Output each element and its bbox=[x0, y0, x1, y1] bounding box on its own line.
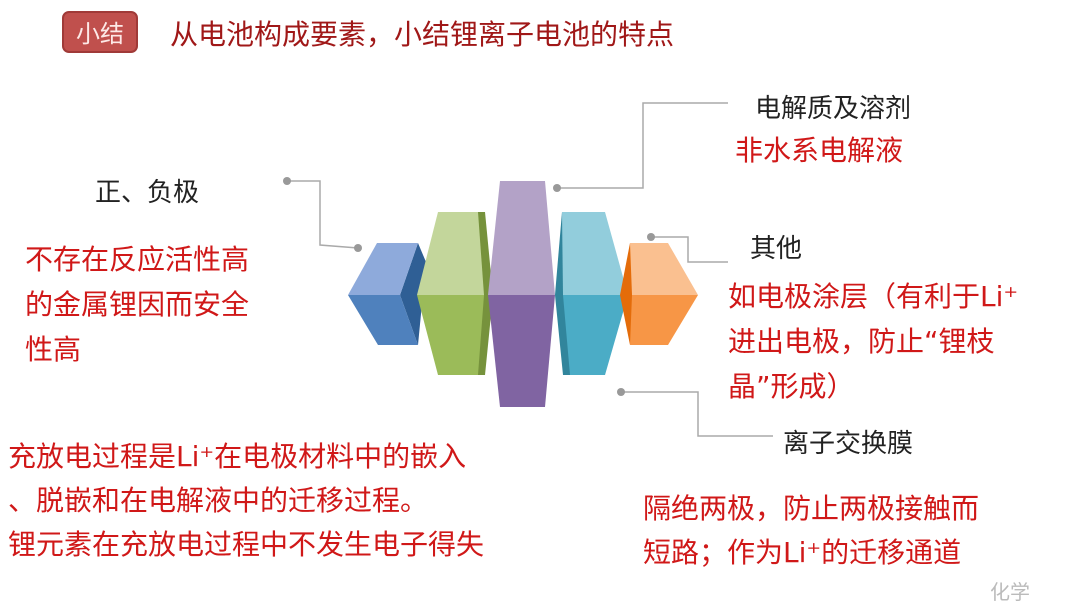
text-line: 如电极涂层（有利于Li⁺ bbox=[728, 280, 1019, 313]
text-line: 、脱嵌和在电解液中的迁移过程。 bbox=[8, 484, 429, 517]
text-line: 锂元素在充放电过程中不发生电子得失 bbox=[8, 528, 485, 561]
text-line: 不存在反应活性高 bbox=[25, 243, 250, 276]
connector-lines bbox=[287, 102, 773, 437]
block-cyan bbox=[555, 212, 628, 375]
text-line: 性高 bbox=[25, 333, 82, 366]
membrane-desc: 隔绝两极，防止两极接触而 短路；作为Li⁺的迁移通道 bbox=[643, 487, 979, 575]
text-line: 晶”形成） bbox=[728, 370, 855, 403]
text-line: 的金属锂因而安全 bbox=[25, 288, 250, 321]
block-orange bbox=[620, 243, 698, 345]
summary-badge: 小结 bbox=[62, 11, 138, 53]
electrode-desc: 不存在反应活性高 的金属锂因而安全 性高 bbox=[25, 237, 249, 372]
text-line: 充放电过程是Li⁺在电极材料中的嵌入 bbox=[8, 440, 467, 473]
block-blue bbox=[348, 243, 426, 345]
block-green bbox=[417, 212, 493, 375]
text-line: 隔绝两极，防止两极接触而 bbox=[643, 492, 980, 525]
text-line: 短路；作为Li⁺的迁移通道 bbox=[643, 536, 962, 569]
electrolyte-desc: 非水系电解液 bbox=[735, 134, 904, 167]
membrane-label: 离子交换膜 bbox=[783, 429, 914, 459]
summary-text: 充放电过程是Li⁺在电极材料中的嵌入 、脱嵌和在电解液中的迁移过程。 锂元素在充… bbox=[8, 435, 484, 567]
watermark: 化学 bbox=[990, 580, 1030, 604]
text-line: 进出电极，防止“锂枝 bbox=[728, 325, 995, 358]
other-desc: 如电极涂层（有利于Li⁺ 进出电极，防止“锂枝 晶”形成） bbox=[728, 274, 1018, 409]
other-label: 其他 bbox=[750, 234, 803, 264]
page-title: 从电池构成要素，小结锂离子电池的特点 bbox=[170, 18, 675, 51]
connector-dots bbox=[283, 177, 655, 396]
block-purple bbox=[488, 181, 555, 407]
electrolyte-label: 电解质及溶剂 bbox=[755, 94, 912, 124]
electrode-label: 正、负极 bbox=[95, 178, 200, 208]
